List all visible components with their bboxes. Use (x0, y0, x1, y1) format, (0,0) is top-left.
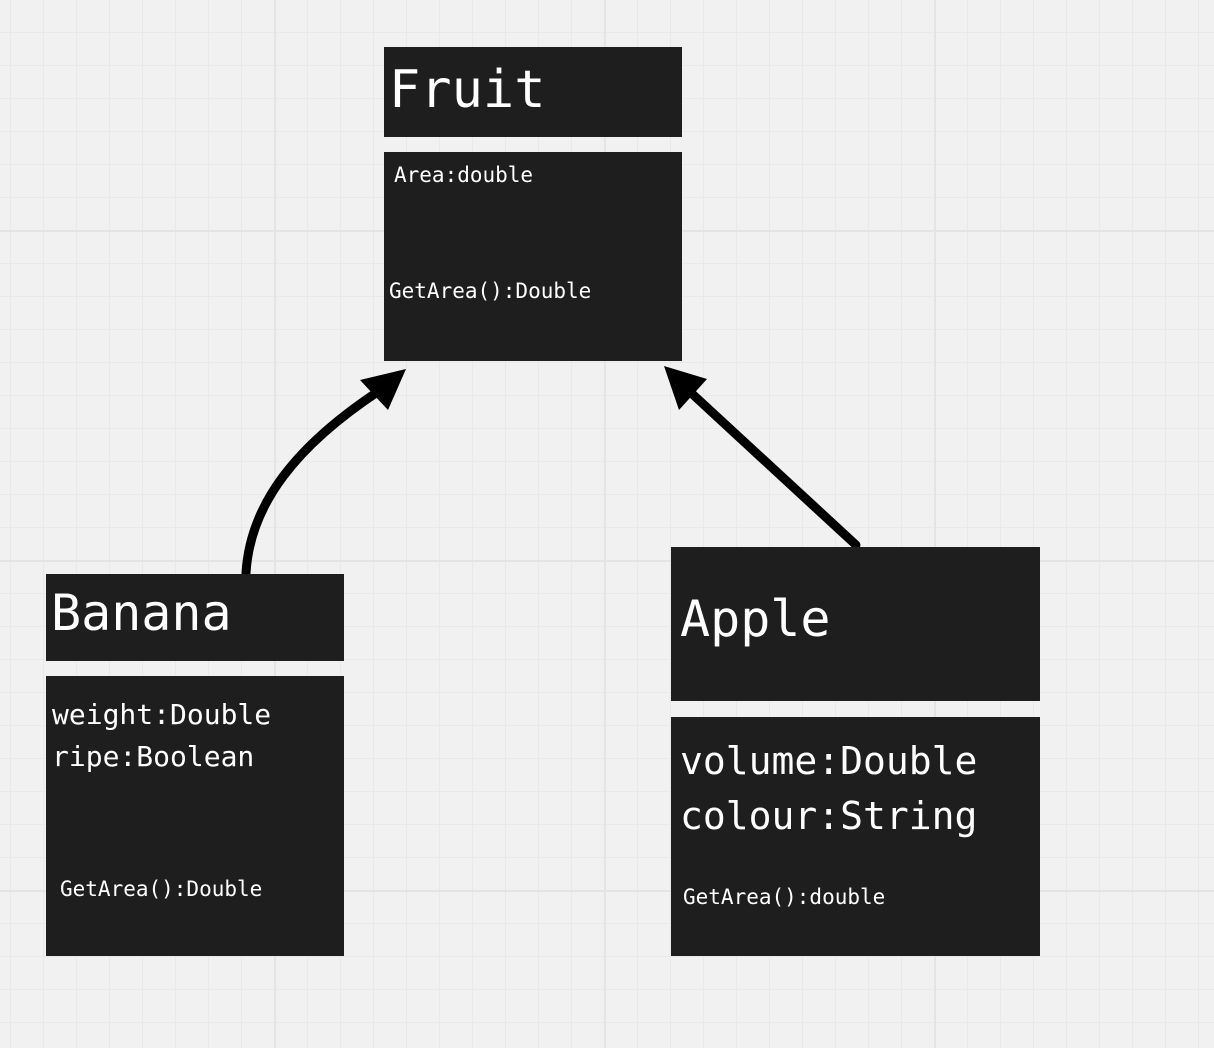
apple-attribute-colour: colour:String (680, 794, 978, 838)
fruit-class-body[interactable]: Area:double GetArea():Double (384, 152, 682, 361)
banana-to-fruit-arrow[interactable] (241, 382, 390, 578)
banana-class-header[interactable]: Banana (46, 574, 344, 661)
banana-method-getarea: GetArea():Double (60, 877, 263, 901)
apple-arrowhead (664, 366, 707, 410)
banana-class-name: Banana (51, 584, 232, 642)
apple-class-body[interactable]: volume:Double colour:String GetArea():do… (671, 717, 1040, 956)
banana-attribute-ripe: ripe:Boolean (52, 740, 255, 773)
banana-arrowhead (360, 369, 406, 410)
fruit-attribute-area: Area:double (394, 163, 534, 187)
apple-to-fruit-arrow[interactable] (683, 385, 861, 550)
apple-method-getarea: GetArea():double (683, 885, 886, 909)
apple-class-header[interactable]: Apple (671, 547, 1040, 701)
banana-class-body[interactable]: weight:Double ripe:Boolean GetArea():Dou… (46, 676, 344, 956)
fruit-class-header[interactable]: Fruit (384, 47, 682, 137)
banana-attribute-weight: weight:Double (52, 698, 272, 731)
apple-attribute-volume: volume:Double (680, 739, 978, 783)
apple-class-name: Apple (680, 590, 831, 648)
fruit-class-name: Fruit (389, 60, 546, 120)
fruit-method-getarea: GetArea():Double (389, 279, 592, 303)
